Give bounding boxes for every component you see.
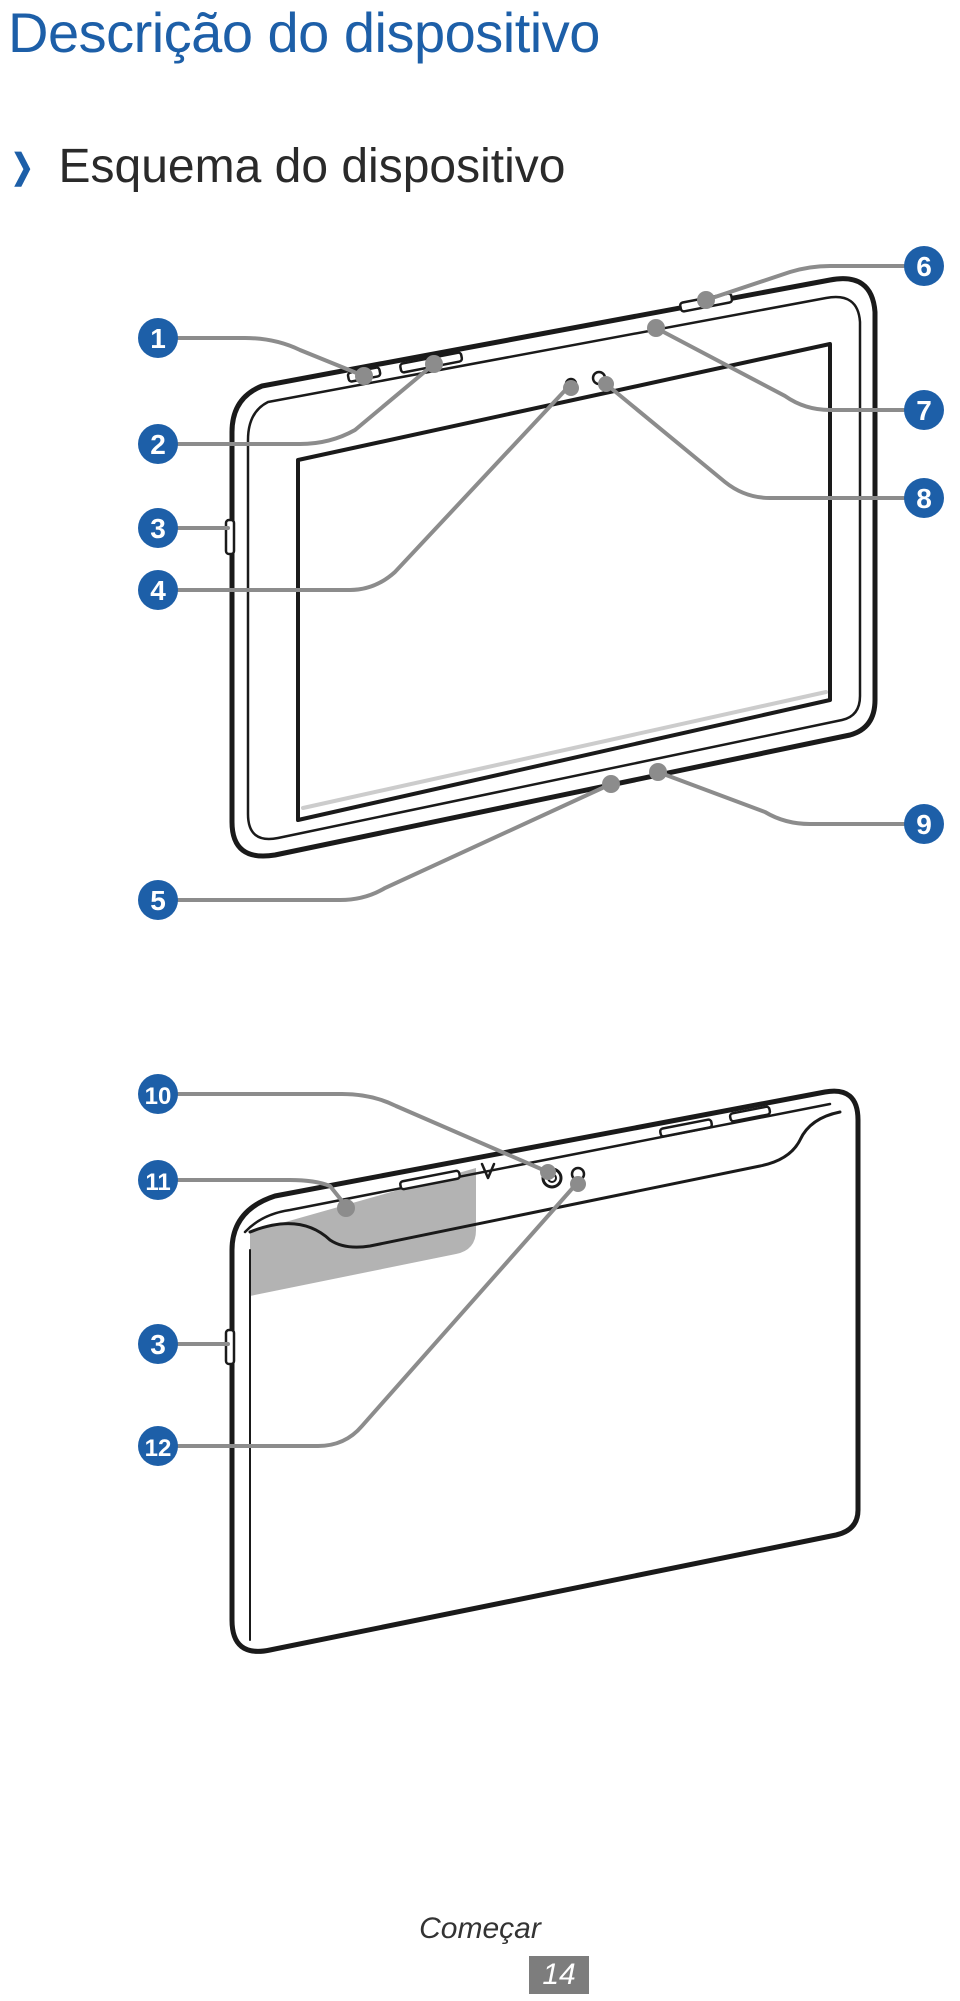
back-leader-dots (337, 1164, 586, 1217)
leader-7-dot (647, 319, 665, 337)
leader-2-dot (425, 355, 443, 373)
svg-text:2: 2 (150, 429, 166, 460)
svg-text:6: 6 (916, 251, 932, 282)
back-body-outline (229, 1088, 861, 1654)
leader-8 (604, 382, 908, 500)
back-clip (480, 1162, 496, 1180)
callout-9: 9 (904, 804, 944, 844)
back-slot-2 (658, 1118, 714, 1138)
leader-5 (174, 782, 613, 902)
leader-11-dot (337, 1199, 355, 1217)
leader-5-dot (602, 775, 620, 793)
callout-7: 7 (904, 390, 944, 430)
callout-1: 1 (138, 318, 178, 358)
leader-6-dot (697, 291, 715, 309)
callout-6: 6 (904, 246, 944, 286)
page-title: Descrição do dispositivo (8, 1, 600, 64)
leader-12 (174, 1180, 580, 1448)
front-bezel-outline (246, 295, 862, 841)
leader-1-dot (355, 367, 373, 385)
footer-section-name: Começar (419, 1912, 541, 1945)
front-callouts: 1 2 3 4 5 6 7 8 9 (138, 246, 944, 920)
leader-11 (174, 1178, 348, 1208)
back-slot-3 (728, 1105, 772, 1123)
callout-4: 4 (138, 570, 178, 610)
back-side-slot (224, 1328, 236, 1366)
back-view-illustration (224, 1088, 861, 1654)
back-panel-edge (248, 1110, 842, 1249)
front-screen-glare (301, 690, 828, 810)
leader-8-dot (598, 376, 614, 392)
svg-text:8: 8 (916, 483, 932, 514)
section-heading-label: Esquema do dispositivo (58, 140, 566, 193)
callout-5: 5 (138, 880, 178, 920)
front-view-illustration (224, 276, 878, 859)
svg-text:12: 12 (145, 1435, 172, 1462)
svg-text:3: 3 (150, 1329, 166, 1360)
leader-9-dot (649, 763, 667, 781)
svg-text:10: 10 (145, 1083, 172, 1110)
leader-1 (174, 336, 366, 378)
back-slot-1 (399, 1169, 461, 1191)
page-number: 14 (529, 1956, 589, 1994)
leader-4 (174, 382, 573, 592)
leader-12-dot (570, 1176, 586, 1192)
front-leader-lines (174, 264, 908, 902)
chevron-right-icon: ❯ (10, 148, 34, 186)
front-screen (296, 342, 832, 822)
leader-4-dot (563, 380, 579, 396)
back-leader-lines (174, 1092, 580, 1448)
leader-2 (174, 362, 436, 446)
svg-text:1: 1 (150, 323, 166, 354)
callout-12: 12 (138, 1426, 178, 1466)
svg-text:3: 3 (150, 513, 166, 544)
leader-10-dot (540, 1164, 556, 1180)
leader-7 (654, 326, 908, 412)
front-side-slot (224, 518, 236, 556)
back-callouts: 10 11 3 12 (138, 1074, 178, 1466)
leader-10 (174, 1092, 550, 1174)
section-heading: ❯ Esquema do dispositivo (8, 138, 566, 196)
svg-text:11: 11 (145, 1169, 170, 1196)
callout-10: 10 (138, 1074, 178, 1114)
svg-text:5: 5 (150, 885, 166, 916)
callout-3-back: 3 (138, 1324, 178, 1364)
callout-8: 8 (904, 478, 944, 518)
svg-text:4: 4 (150, 575, 166, 606)
callout-11: 11 (138, 1160, 178, 1200)
back-rim-curve (243, 1102, 832, 1234)
callout-2: 2 (138, 424, 178, 464)
svg-text:9: 9 (916, 809, 932, 840)
leader-6 (704, 264, 908, 302)
svg-text:7: 7 (916, 395, 932, 426)
back-speaker-highlight (250, 1168, 476, 1296)
callout-3-front: 3 (138, 508, 178, 548)
front-leader-dots (355, 291, 715, 793)
leader-9 (656, 770, 908, 826)
